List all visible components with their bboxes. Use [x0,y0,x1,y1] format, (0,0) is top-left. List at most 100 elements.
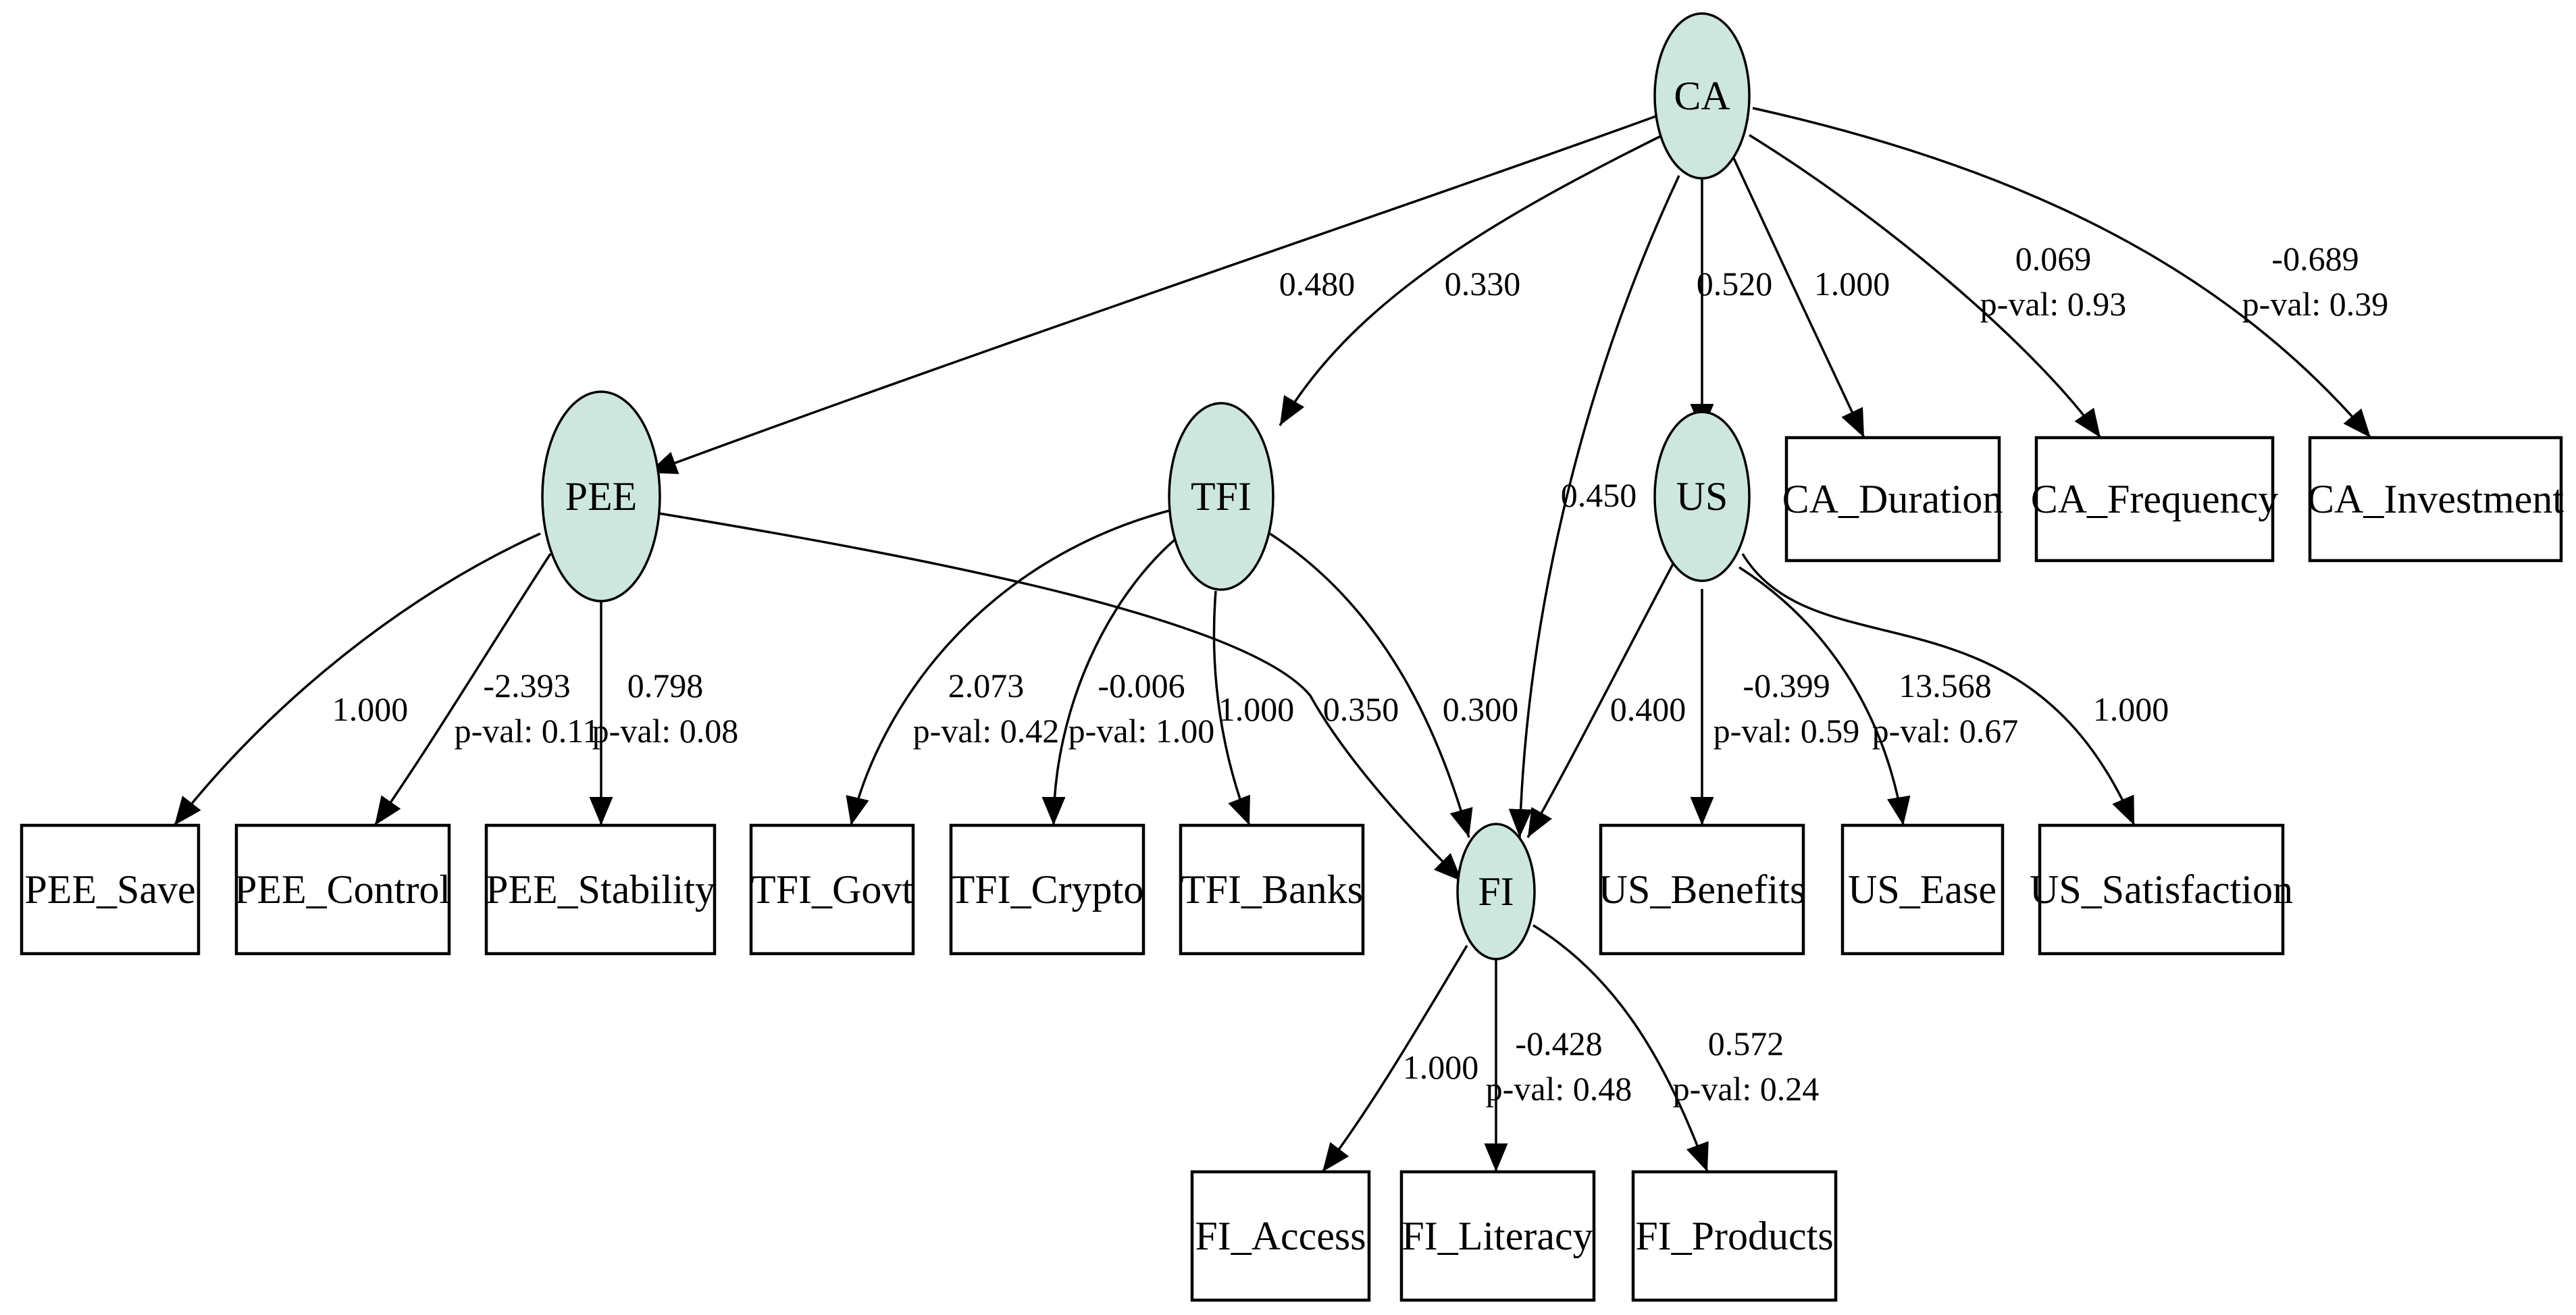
label-ca-tfi: 0.330 [1445,265,1521,303]
observed-node-pee-control-label: PEE_Control [234,867,450,912]
latent-node-us[interactable]: US [1653,411,1751,582]
observed-node-pee-control-box [234,823,451,956]
observed-node-tfi-banks-box [1179,823,1365,956]
latent-node-fi-shape [1456,823,1536,960]
label-us-us-ease-pval: p-val: 0.67 [1872,712,2019,750]
latent-node-ca[interactable]: CA [1653,12,1751,180]
label-pee-pee-control: -2.393 [483,667,570,704]
label-pee-pee-save: 1.000 [332,690,409,728]
label-tfi-fi: 0.300 [1443,690,1519,728]
observed-node-tfi-crypto-label: TFI_Crypto [950,867,1144,912]
edge-pee-to-fi [658,512,1464,883]
latent-nodes: CA PEE TFI US FI [541,12,1751,960]
label-us-us-satisfaction: 1.000 [2093,690,2169,728]
observed-node-us-satisfaction[interactable]: US_Satisfaction [2030,823,2293,956]
label-ca-ca-investment-pval: p-val: 0.39 [2242,285,2389,323]
observed-node-ca-duration-label: CA_Duration [1782,477,2003,521]
label-us-us-benefits-pval: p-val: 0.59 [1714,712,1860,750]
label-ca-fi: 0.450 [1561,476,1637,514]
observed-node-us-satisfaction-box [2038,823,2285,956]
observed-node-pee-save-label: PEE_Save [24,867,195,912]
observed-node-fi-literacy-box [1399,1170,1596,1302]
label-fi-fi-literacy-pval: p-val: 0.48 [1486,1070,1632,1108]
observed-node-fi-products[interactable]: FI_Products [1631,1170,1838,1302]
latent-node-ca-label: CA [1674,74,1730,118]
latent-node-fi[interactable]: FI [1456,823,1536,960]
edge-tfi-to-tfi-crypto [1041,532,1183,826]
label-us-us-benefits: -0.399 [1743,667,1830,704]
observed-node-tfi-crypto-box [949,823,1145,956]
observed-node-tfi-govt-box [749,823,915,956]
observed-nodes: CA_Duration CA_Frequency CA_Investment P… [20,436,2564,1302]
edge-tfi-to-fi [1269,532,1473,838]
observed-node-fi-access-label: FI_Access [1195,1214,1366,1258]
label-pee-pee-control-pval: p-val: 0.11 [455,712,600,750]
observed-node-tfi-govt[interactable]: TFI_Govt [749,823,915,956]
observed-node-us-satisfaction-label: US_Satisfaction [2030,867,2293,912]
observed-node-tfi-banks[interactable]: TFI_Banks [1179,823,1365,956]
observed-node-fi-access[interactable]: FI_Access [1190,1170,1371,1302]
observed-node-pee-control[interactable]: PEE_Control [234,823,451,956]
latent-node-pee[interactable]: PEE [541,390,661,602]
edge-ca-to-pee [648,115,1657,474]
observed-node-us-benefits-label: US_Benefits [1599,867,1806,912]
label-pee-pee-stability: 0.798 [627,667,704,704]
observed-node-pee-stability-label: PEE_Stability [486,867,715,912]
observed-node-ca-investment-box [2308,436,2563,563]
edge-us-to-us-satisfaction [1741,553,2136,826]
observed-node-ca-duration[interactable]: CA_Duration [1782,436,2003,563]
edge-us-to-us-ease [1738,566,1911,826]
observed-node-pee-stability[interactable]: PEE_Stability [484,823,717,956]
label-ca-us: 0.520 [1697,265,1773,303]
label-tfi-tfi-banks: 1.000 [1218,690,1295,728]
observed-node-ca-investment[interactable]: CA_Investment [2307,436,2564,563]
observed-node-pee-save-box [20,823,201,956]
latent-node-tfi[interactable]: TFI [1168,402,1274,591]
edge-ca-to-tfi [1279,134,1664,426]
observed-node-us-ease[interactable]: US_Ease [1840,823,2005,956]
observed-node-ca-investment-label: CA_Investment [2307,477,2564,521]
observed-node-fi-access-box [1190,1170,1371,1302]
label-ca-ca-investment: -0.689 [2271,240,2359,278]
label-ca-ca-duration: 1.000 [1814,265,1890,303]
label-fi-fi-literacy: -0.428 [1515,1025,1602,1062]
edge-us-to-fi [1526,553,1680,838]
observed-node-fi-products-box [1631,1170,1838,1302]
latent-node-ca-shape [1653,12,1751,180]
edge-pee-to-pee-control [373,553,552,827]
latent-node-us-label: US [1676,474,1728,519]
observed-node-tfi-crypto[interactable]: TFI_Crypto [949,823,1145,956]
label-ca-ca-frequency: 0.069 [2015,240,2092,278]
latent-node-tfi-label: TFI [1191,474,1252,519]
observed-node-fi-products-label: FI_Products [1635,1214,1833,1258]
latent-node-us-shape [1653,411,1751,582]
label-fi-fi-products-pval: p-val: 0.24 [1673,1070,1820,1108]
edge-tfi-to-tfi-govt [846,509,1173,826]
edges [173,107,2372,1173]
latent-node-pee-shape [541,390,661,602]
observed-node-pee-stability-box [484,823,717,956]
label-tfi-tfi-govt-pval: p-val: 0.42 [913,712,1060,750]
observed-node-tfi-govt-label: TFI_Govt [751,867,913,912]
observed-node-tfi-banks-label: TFI_Banks [1181,867,1363,912]
observed-node-us-benefits[interactable]: US_Benefits [1599,823,1806,956]
edge-ca-to-ca-duration [1731,155,1865,438]
observed-node-fi-literacy[interactable]: FI_Literacy [1399,1170,1596,1302]
edge-tfi-to-tfi-banks [1212,590,1251,826]
observed-node-ca-duration-box [1784,436,2001,563]
observed-node-pee-save[interactable]: PEE_Save [20,823,201,956]
observed-node-ca-frequency[interactable]: CA_Frequency [2031,436,2279,563]
observed-node-fi-literacy-label: FI_Literacy [1401,1214,1593,1258]
edge-ca-to-ca-investment [1752,107,2372,439]
label-ca-pee: 0.480 [1279,265,1356,303]
label-pee-fi: 0.350 [1323,690,1399,728]
label-tfi-tfi-crypto: -0.006 [1098,667,1185,704]
observed-node-us-ease-box [1840,823,2005,956]
label-tfi-tfi-govt: 2.073 [948,667,1025,704]
edge-ca-to-ca-frequency [1749,134,2102,439]
edge-fi-to-fi-products [1532,924,1709,1172]
label-tfi-tfi-crypto-pval: p-val: 1.00 [1068,712,1215,750]
latent-node-pee-label: PEE [565,474,638,519]
edge-ca-to-fi [1508,175,1680,838]
